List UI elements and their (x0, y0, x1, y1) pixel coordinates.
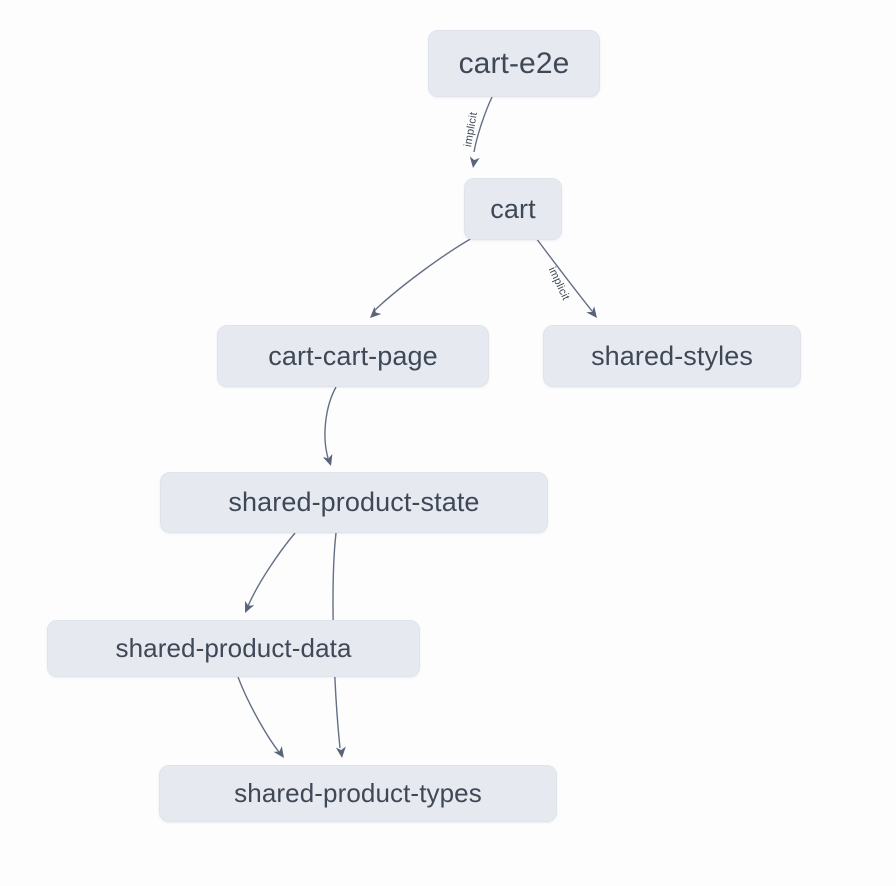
edge-label: implicit (462, 111, 480, 148)
edge-arrowhead-icon (370, 306, 382, 318)
edge-arrowhead-icon (586, 306, 597, 318)
edge-arrowhead-icon (322, 453, 333, 466)
graph-edge-cart-e2e-to-cart: implicit (462, 96, 493, 168)
graph-node-label: shared-styles (591, 340, 753, 371)
edge-line (373, 236, 475, 312)
graph-node-label: shared-product-types (234, 778, 482, 808)
graph-node-label: cart-e2e (458, 46, 570, 80)
graph-node-cart-cart-page[interactable]: cart-cart-page (217, 325, 489, 387)
graph-node-shared-styles[interactable]: shared-styles (543, 325, 801, 387)
graph-node-label: cart-cart-page (268, 340, 438, 371)
graph-node-cart-e2e[interactable]: cart-e2e (428, 30, 600, 97)
graph-edge-cart-to-shared-styles: implicit (535, 237, 597, 318)
graph-edge-cart-cart-page-to-shared-product-state (322, 386, 337, 466)
edge-arrowhead-icon (245, 600, 255, 613)
edge-arrowhead-icon (273, 746, 284, 758)
graph-edge-cart-to-cart-cart-page (370, 236, 475, 318)
graph-edge-shared-product-state-to-shared-product-data (245, 532, 296, 613)
graph-node-cart[interactable]: cart (464, 178, 562, 240)
edge-line (324, 386, 337, 459)
edge-arrowhead-icon (335, 746, 346, 758)
edge-line (535, 237, 593, 312)
edge-line (237, 676, 280, 753)
edge-line (247, 532, 296, 607)
edge-arrowhead-icon (469, 156, 480, 168)
graph-node-label: shared-product-data (115, 633, 352, 663)
graph-node-shared-product-data[interactable]: shared-product-data (47, 620, 420, 677)
graph-node-shared-product-state[interactable]: shared-product-state (160, 472, 548, 533)
graph-edge-shared-product-data-to-shared-product-types (237, 676, 284, 758)
graph-node-shared-product-types[interactable]: shared-product-types (159, 765, 557, 822)
graph-node-label: cart (490, 193, 536, 224)
edge-line (473, 96, 493, 153)
edge-label: implicit (546, 265, 572, 302)
graph-node-label: shared-product-state (228, 487, 480, 517)
